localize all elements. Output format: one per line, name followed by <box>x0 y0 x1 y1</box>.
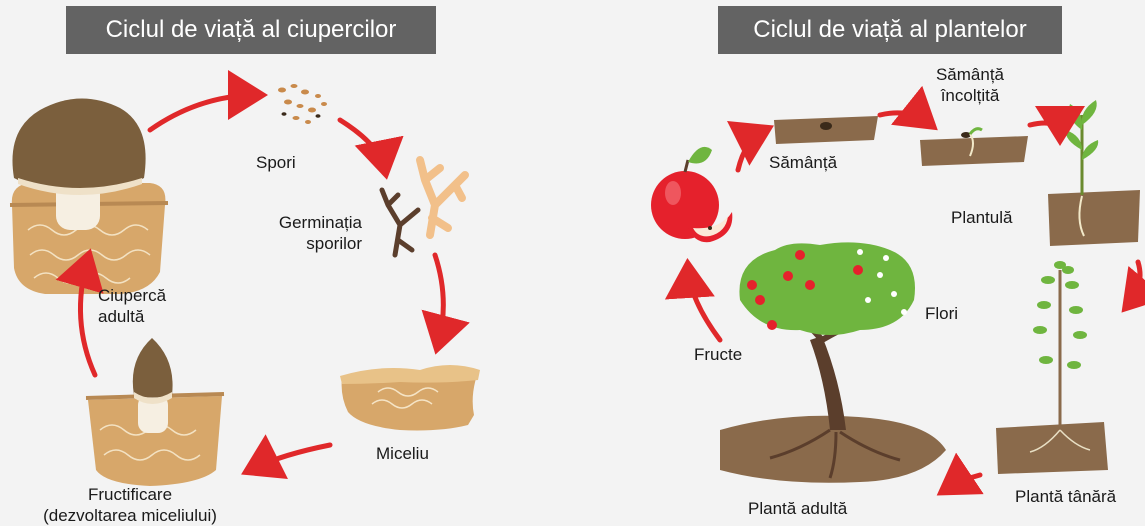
flowers-label: Flori <box>925 303 958 324</box>
adult-mushroom-label-line2: adultă <box>98 306 166 327</box>
young-plant-illustration <box>996 261 1108 474</box>
fungi-cycle-panel: Ciclul de viață al ciupercilor Spori Ger… <box>0 0 560 523</box>
plant-cycle-title: Ciclul de viață al plantelor <box>718 6 1062 54</box>
mycelium-label: Miceliu <box>376 443 429 464</box>
young-plant-label: Plantă tânără <box>1015 486 1116 507</box>
arrow-seedling-to-young <box>1128 262 1140 305</box>
adult-plant-label: Plantă adultă <box>748 498 847 519</box>
arrow-young-to-adult <box>945 475 980 490</box>
arrow-adult-to-spores <box>150 95 258 130</box>
germination-label-line2: sporilor <box>242 233 362 254</box>
seed-soil-illustration <box>774 116 878 144</box>
seedling-illustration <box>1048 100 1140 246</box>
sprouted-seed-label-line2: încolțită <box>920 85 1020 106</box>
adult-tree-illustration <box>720 242 946 482</box>
seed-label: Sămânță <box>769 152 837 173</box>
arrow-apple-to-seed <box>738 130 765 170</box>
adult-mushroom-illustration <box>10 98 168 294</box>
seedling-label: Plantulă <box>951 207 1012 228</box>
fruiting-label-line1: Fructificare <box>0 484 260 505</box>
arrow-spores-to-germination <box>340 120 385 170</box>
fruiting-illustration <box>86 338 224 486</box>
apple-illustration <box>651 147 732 242</box>
arrow-sprouted-to-seedling <box>1030 123 1060 136</box>
sprouted-seed-illustration <box>920 129 1028 166</box>
mycelium-illustration <box>340 365 480 430</box>
sprouted-seed-label: Sămânță încolțită <box>920 64 1020 106</box>
germination-illustration <box>382 160 465 255</box>
fruits-label: Fructe <box>694 344 742 365</box>
adult-mushroom-label-line1: Ciupercă <box>98 285 166 306</box>
arrow-germination-to-mycelium <box>435 255 443 345</box>
spores-illustration <box>278 84 327 124</box>
sprouted-seed-label-line1: Sămânță <box>920 64 1020 85</box>
plant-cycle-panel: Ciclul de viață al plantelor Sămânță Săm… <box>560 0 1145 523</box>
arrow-seed-to-sprouted <box>880 113 930 124</box>
fungi-cycle-title: Ciclul de viață al ciupercilor <box>66 6 436 54</box>
germination-label: Germinația sporilor <box>242 212 362 254</box>
arrow-adult-to-apple <box>688 268 720 340</box>
spores-label: Spori <box>256 152 296 173</box>
fruiting-label: Fructificare (dezvoltarea miceliului) <box>0 484 260 526</box>
germination-label-line1: Germinația <box>242 212 362 233</box>
adult-mushroom-label: Ciupercă adultă <box>98 285 166 327</box>
plant-cycle-diagram <box>560 0 1145 523</box>
arrow-mycelium-to-fruiting <box>250 445 330 470</box>
fungi-cycle-diagram <box>0 0 560 523</box>
